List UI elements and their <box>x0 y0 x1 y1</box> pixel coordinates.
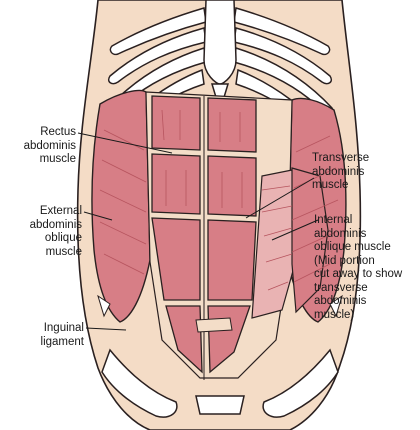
rectus-right-seg-2 <box>208 156 256 216</box>
sternum <box>204 0 236 84</box>
rectus-right-seg-3 <box>208 220 256 300</box>
rectus-left-seg-2 <box>152 154 200 214</box>
label-inguinal-ligament: Inguinal ligament <box>10 322 84 349</box>
label-external-oblique: External abdominis oblique muscle <box>6 205 82 259</box>
external-oblique-left <box>92 91 150 323</box>
label-rectus-abdominis: Rectus abdominis muscle <box>14 126 76 167</box>
umbilical-patch <box>196 318 232 332</box>
pubic-symphysis <box>196 396 244 414</box>
rectus-left-seg-1 <box>152 96 200 150</box>
rectus-right-seg-1 <box>208 98 256 152</box>
label-transverse-abdominis: Transverse abdominis muscle <box>312 152 412 193</box>
label-internal-oblique: Internal abdominis oblique muscle (Mid p… <box>314 214 418 322</box>
